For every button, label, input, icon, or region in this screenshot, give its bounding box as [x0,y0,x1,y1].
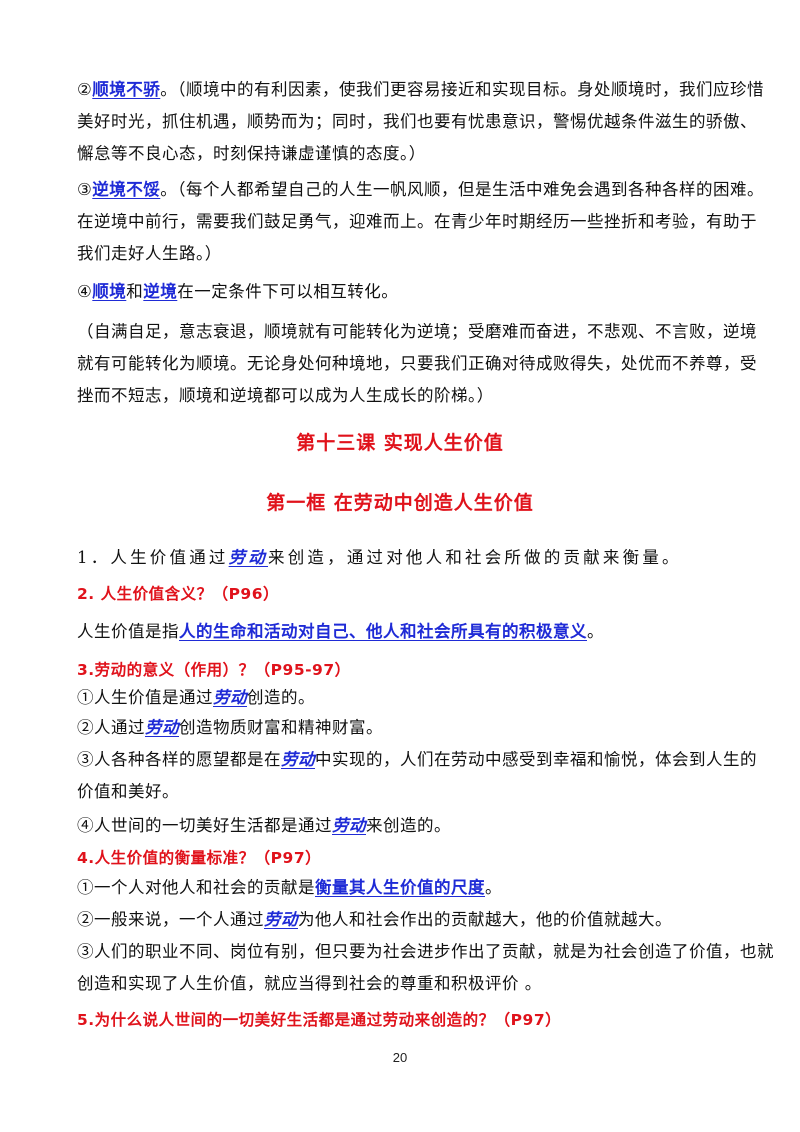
text: 为他人和社会作出的贡献越大，他的价值就越大。 [298,910,672,929]
paragraph-line: 美好时光，抓住机遇，顺势而为；同时，我们也要有忧患意识，警惕优越条件滋生的骄傲、 [77,112,757,131]
paragraph-line: 创造和实现了人生价值，就应当得到社会的尊重和积极评价 。 [77,974,542,993]
text: 。 [587,622,604,641]
keyword: 顺境不骄 [92,80,161,99]
text: ②人通过 [77,718,145,737]
item-number: ④ [77,282,93,301]
text: 1．人生价值通过 [77,548,229,567]
lesson-title: 第十三课 实现人生价值 [296,432,504,454]
paragraph-line: 在逆境中前行，需要我们鼓足勇气，迎难而上。在青少年时期经历一些挫折和考验，有助于 [77,212,757,231]
keyword: 逆境 [143,282,178,301]
text: ④人世间的一切美好生活都是通过 [77,816,332,835]
text: 来创造，通过对他人和社会所做的贡献来衡量。 [268,548,682,567]
keyword: 劳动 [145,718,179,737]
keyword: 衡量其人生价值的尺度 [315,878,485,897]
list-item: ③人各种各样的愿望都是在劳动中实现的，人们在劳动中感受到幸福和愉悦，体会到人生的 [77,750,757,770]
keyword: 劳动 [228,548,269,567]
paragraph-line: ③逆境不馁。（每个人都希望自己的人生一帆风顺，但是生活中难免会遇到各种各样的困难… [77,180,764,200]
list-item: ③人们的职业不同、岗位有别，但只要为社会进步作出了贡献，就是为社会创造了价值，也… [77,942,774,961]
keyword: 劳动 [281,750,315,769]
keyword: 人的生命和活动对自己、他人和社会所具有的积极意义 [179,622,587,641]
paragraph-line: （自满自足，意志衰退，顺境就有可能转化为逆境；受磨难而奋进，不悲观、不言败，逆境 [77,322,757,341]
keyword: 顺境 [92,282,127,301]
question-heading: 5.为什么说人世间的一切美好生活都是通过劳动来创造的？（P97） [77,1011,562,1029]
text: ②一般来说，一个人通过 [77,910,264,929]
question-heading: 3.劳动的意义（作用）？（P95-97） [77,661,351,679]
paragraph-line: 懈怠等不良心态，时刻保持谦虚谨慎的态度。） [77,144,426,163]
question-heading: 4.人生价值的衡量标准？（P97） [77,849,322,867]
paragraph-line: 价值和美好。 [77,782,179,801]
keyword: 劳动 [213,688,247,707]
text: 和 [126,282,144,301]
text: 在一定条件下可以相互转化。 [177,282,399,301]
paragraph-line: 挫而不短志，顺境和逆境都可以成为人生成长的阶梯。） [77,386,494,405]
paragraph-line: 就有可能转化为顺境。无论身处何种境地，只要我们正确对待成败得失，处优而不养尊，受 [77,354,757,373]
paragraph-line: ④顺境和逆境在一定条件下可以相互转化。 [77,282,727,302]
paragraph-line: 我们走好人生路。） [77,244,222,263]
paragraph-line: 人生价值是指人的生命和活动对自己、他人和社会所具有的积极意义。 [77,622,727,642]
keyword: 劳动 [332,816,366,835]
page-number: 20 [392,1050,408,1065]
list-item: ①人生价值是通过劳动创造的。 [77,688,727,708]
list-item: ②人通过劳动创造物质财富和精神财富。 [77,718,727,738]
text: 。 [485,878,502,897]
text: 。（顺境中的有利因素，使我们更容易接近和实现目标。身处顺境时，我们应珍惜 [160,80,765,99]
list-item: ①一个人对他人和社会的贡献是衡量其人生价值的尺度。 [77,878,727,898]
item-number: ③ [77,180,93,199]
text: ③人各种各样的愿望都是在 [77,750,281,769]
text: 中实现的，人们在劳动中感受到幸福和愉悦，体会到人生的 [315,750,757,769]
paragraph-line: ②顺境不骄。（顺境中的有利因素，使我们更容易接近和实现目标。身处顺境时，我们应珍… [77,80,764,100]
item-number: ② [77,80,93,99]
keyword: 劳动 [264,910,298,929]
paragraph-line: 1．人生价值通过劳动来创造，通过对他人和社会所做的贡献来衡量。 [77,548,727,568]
question-heading: 2. 人生价值含义？（P96） [77,585,279,603]
text: ①人生价值是通过 [77,688,213,707]
list-item: ②一般来说，一个人通过劳动为他人和社会作出的贡献越大，他的价值就越大。 [77,910,727,930]
text: 创造的。 [247,688,315,707]
text: 创造物质财富和精神财富。 [179,718,383,737]
frame-title: 第一框 在劳动中创造人生价值 [266,492,534,514]
text: 来创造的。 [366,816,451,835]
list-item: ④人世间的一切美好生活都是通过劳动来创造的。 [77,816,727,836]
keyword: 逆境不馁 [92,180,161,199]
text: 。（每个人都希望自己的人生一帆风顺，但是生活中难免会遇到各种各样的困难。 [160,180,765,199]
text: ①一个人对他人和社会的贡献是 [77,878,315,897]
text: 人生价值是指 [77,622,179,641]
